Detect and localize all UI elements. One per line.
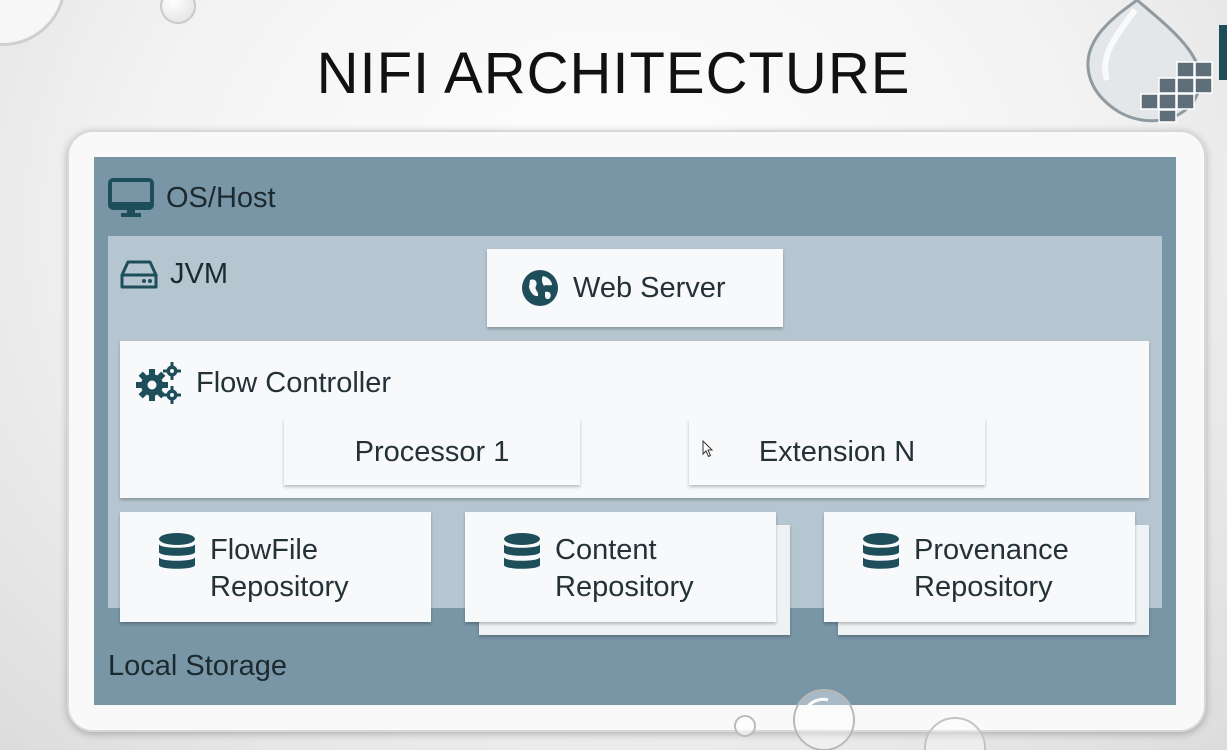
decorative-bubble <box>160 0 196 24</box>
gears-icon <box>136 362 181 404</box>
monitor-icon <box>108 178 154 217</box>
database-icon <box>159 533 195 569</box>
os-host-label: OS/Host <box>166 181 276 214</box>
database-icon <box>863 533 899 569</box>
page-title: NIFI ARCHITECTURE <box>316 41 911 106</box>
content-repository-label: Content Repository <box>555 532 694 606</box>
database-icon <box>504 533 540 569</box>
nifi-logo <box>1086 0 1227 123</box>
repository-name: FlowFile <box>210 534 318 566</box>
repository-suffix: Repository <box>555 571 694 603</box>
content-repository-box: Content Repository <box>465 512 776 622</box>
mouse-cursor-icon <box>702 440 714 458</box>
provenance-repository-box: Provenance Repository <box>824 512 1135 622</box>
flow-controller-label: Flow Controller <box>196 366 391 399</box>
extension-label: Extension N <box>758 435 916 468</box>
repository-suffix: Repository <box>914 571 1053 603</box>
provenance-repository-label: Provenance Repository <box>914 532 1069 606</box>
processor-box: Processor 1 <box>284 419 580 485</box>
decorative-bubbles <box>734 689 986 750</box>
flowfile-repository-label: FlowFile Repository <box>210 532 349 606</box>
hard-drive-icon <box>120 260 158 288</box>
repository-suffix: Repository <box>210 571 349 603</box>
processor-label: Processor 1 <box>354 435 510 468</box>
os-host-heading: OS/Host <box>108 178 276 218</box>
jvm-label: JVM <box>170 258 228 290</box>
flowfile-repository-box: FlowFile Repository <box>120 512 431 622</box>
globe-icon <box>522 270 558 306</box>
jvm-heading: JVM <box>120 258 228 291</box>
flow-controller-heading: Flow Controller <box>134 361 391 405</box>
web-server-label: Web Server <box>573 271 726 304</box>
repository-name: Provenance <box>914 534 1069 566</box>
extension-box: Extension N <box>689 419 985 485</box>
flow-controller-box: Flow Controller <box>120 341 1149 498</box>
repository-name: Content <box>555 534 657 566</box>
web-server-box: Web Server <box>487 249 783 327</box>
local-storage-label: Local Storage <box>108 650 287 682</box>
